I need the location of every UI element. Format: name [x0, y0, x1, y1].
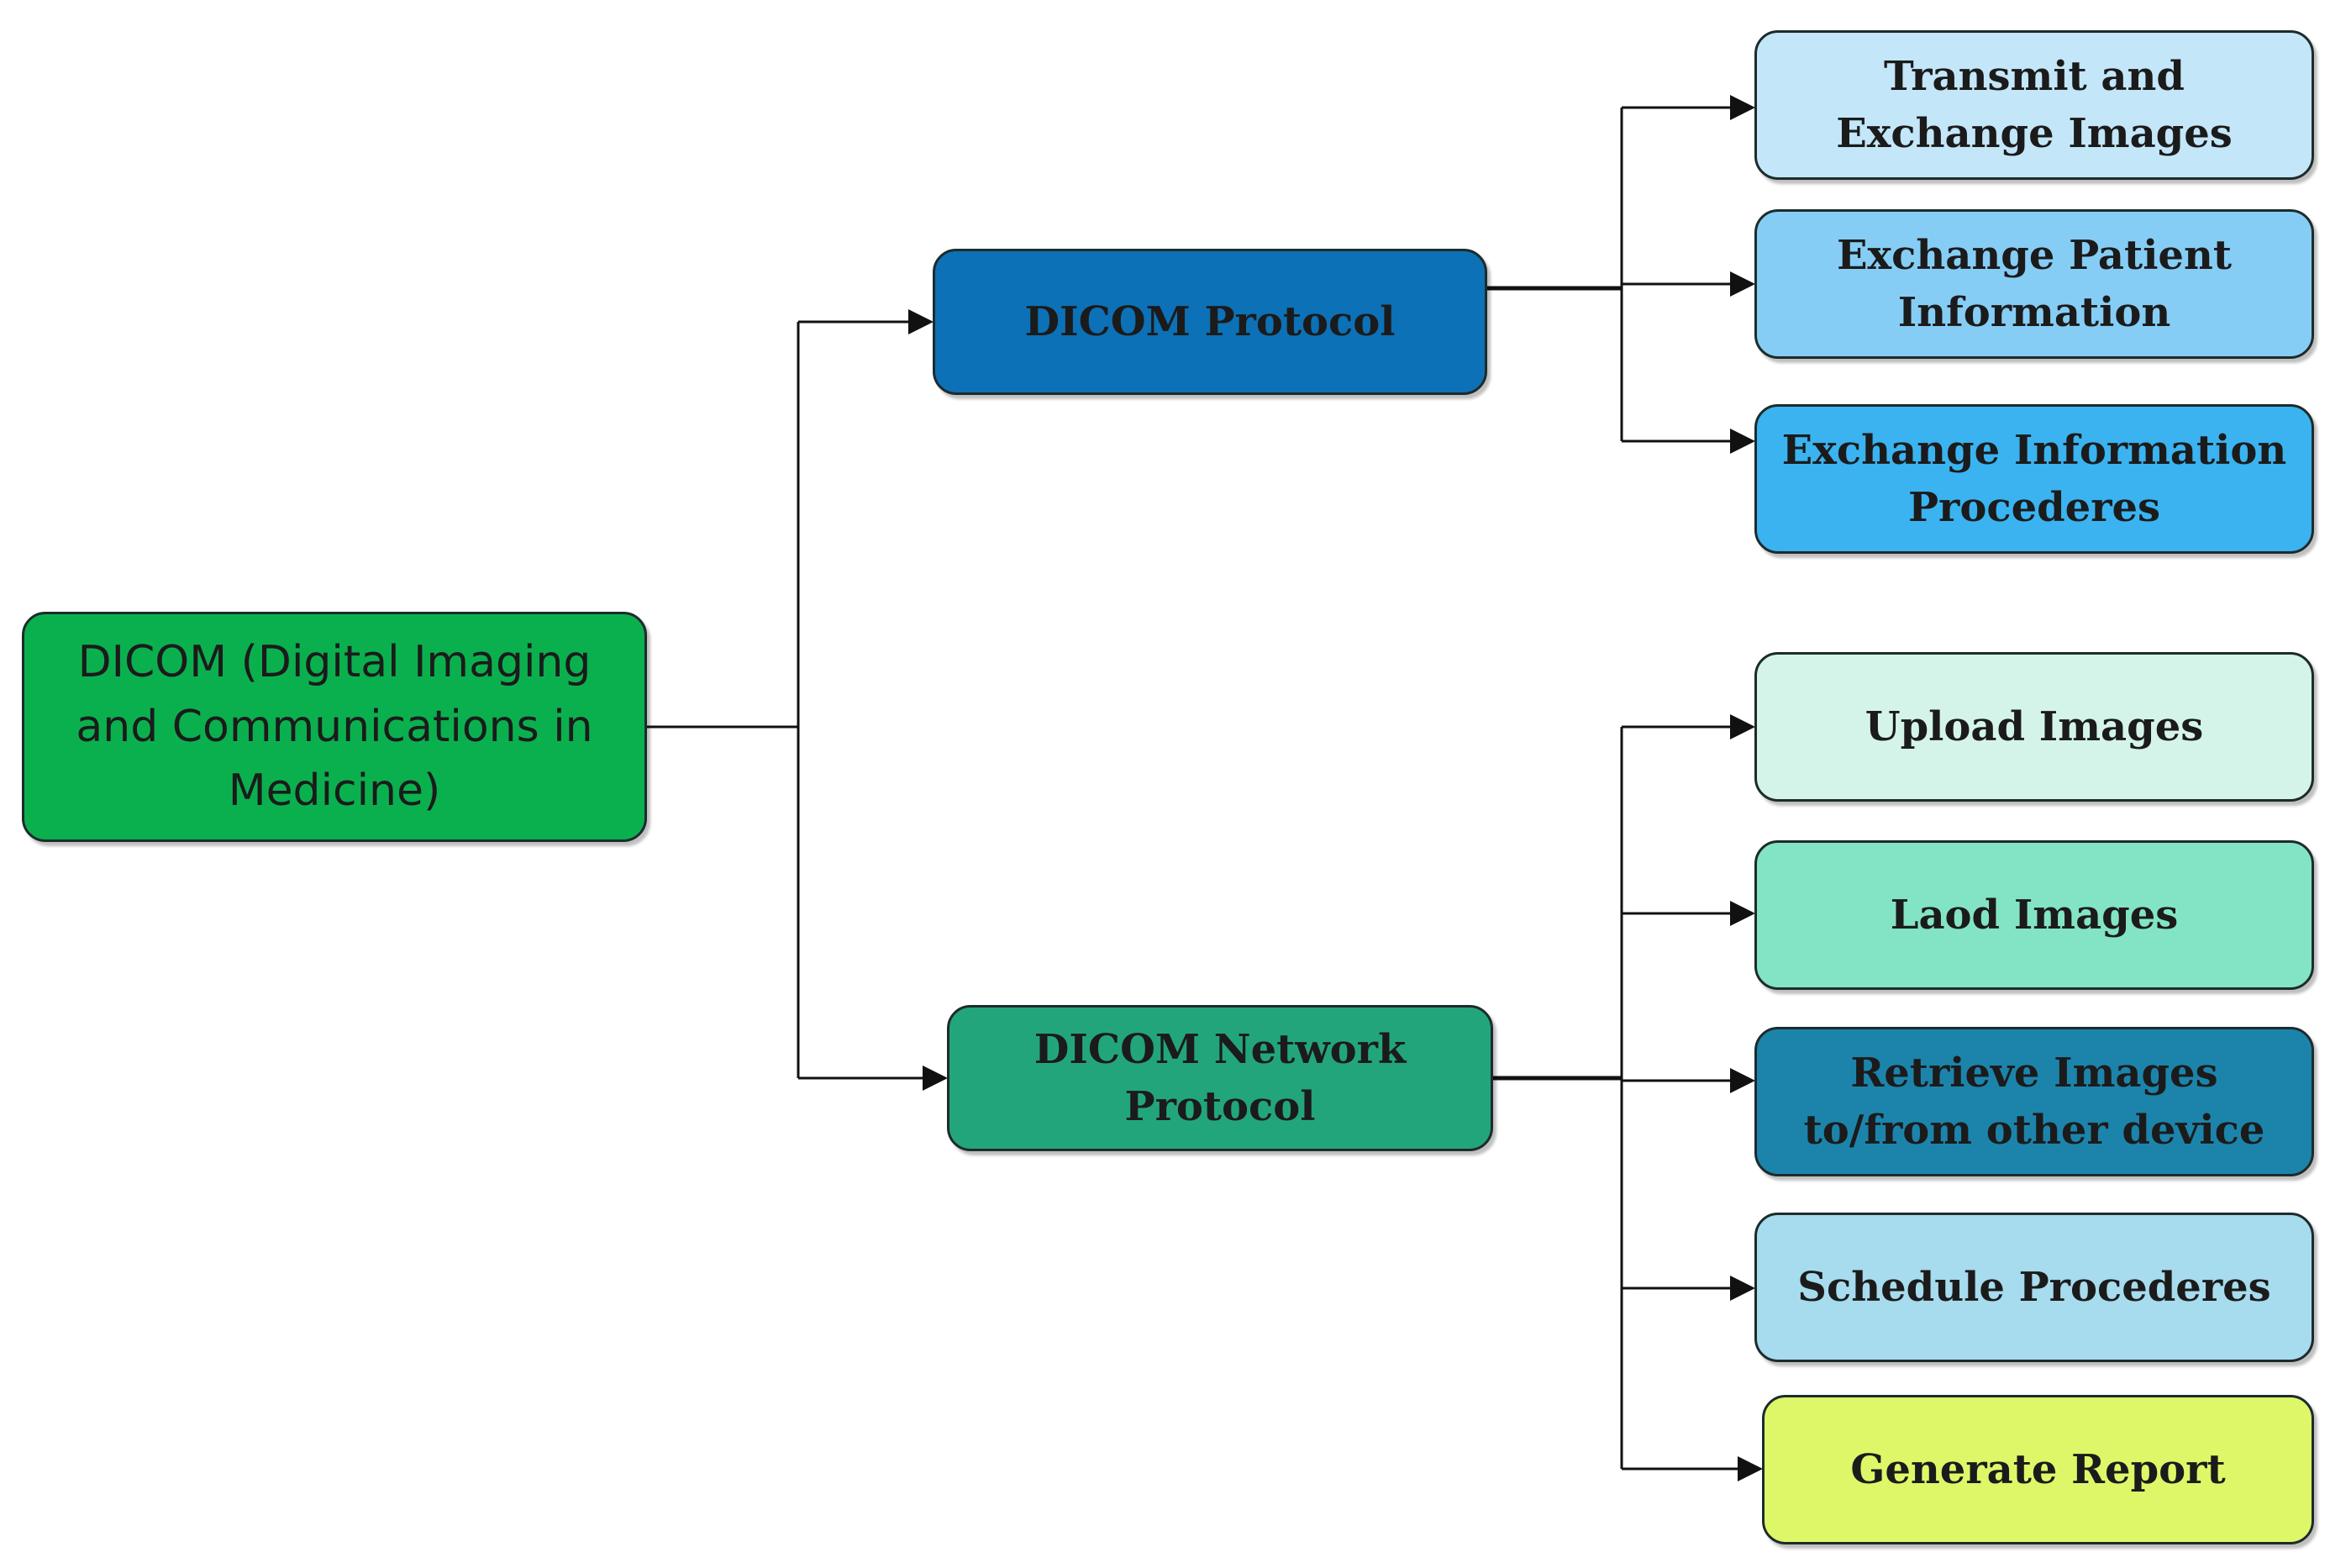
node-generate-report: Generate Report — [1762, 1395, 2314, 1544]
node-exchange-patient-information: Exchange Patient Information — [1754, 209, 2314, 359]
node-schedule-procederes: Schedule Procederes — [1754, 1213, 2314, 1362]
node-exchange-information-procederes: Exchange Information Procederes — [1754, 404, 2314, 554]
node-laod-images: Laod Images — [1754, 840, 2314, 990]
node-dicom-network-protocol: DICOM Network Protocol — [947, 1005, 1493, 1151]
node-upload-images: Upload Images — [1754, 652, 2314, 802]
node-retrieve-images: Retrieve Images to/from other device — [1754, 1027, 2314, 1176]
root-node-dicom: DICOM (Digital Imaging and Communication… — [22, 612, 647, 842]
node-dicom-protocol: DICOM Protocol — [933, 249, 1487, 395]
node-transmit-exchange-images: Transmit and Exchange Images — [1754, 30, 2314, 180]
